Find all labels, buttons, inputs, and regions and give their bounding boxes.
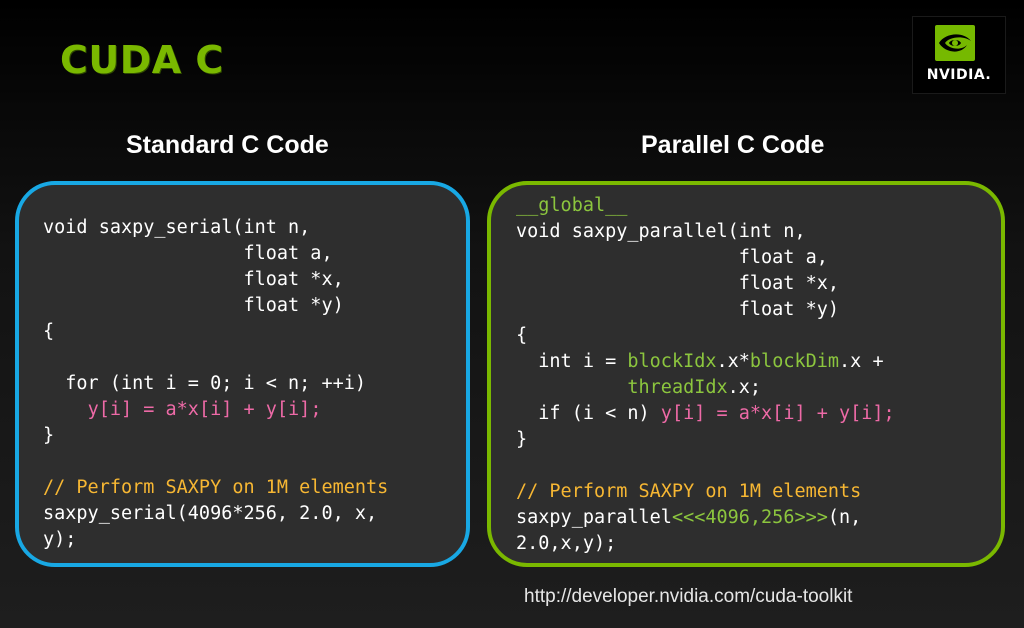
- standard-c-code-panel: void saxpy_serial(int n, float a, float …: [15, 181, 470, 567]
- parallel-c-code-panel: __global__ void saxpy_parallel(int n, fl…: [487, 181, 1005, 567]
- code-line: {: [43, 321, 55, 342]
- kernel-launch-config: <<<4096,256>>>: [671, 507, 828, 528]
- code-line: float a,: [516, 247, 828, 268]
- code-fragment: if (i < n): [516, 403, 661, 424]
- saxpy-expression: y[i] = a*x[i] + y[i];: [660, 403, 895, 424]
- code-comment: // Perform SAXPY on 1M elements: [43, 477, 389, 498]
- code-fragment: .x*: [716, 351, 750, 372]
- code-line: }: [43, 425, 55, 446]
- code-fragment: .x +: [839, 351, 884, 372]
- code-line: y);: [43, 529, 77, 550]
- code-line: {: [516, 325, 528, 346]
- code-fragment: saxpy_parallel: [516, 507, 672, 528]
- code-fragment: int i =: [516, 351, 628, 372]
- code-indent: [43, 399, 88, 420]
- code-line: float *y): [43, 295, 344, 316]
- code-comment: // Perform SAXPY on 1M elements: [516, 481, 862, 502]
- builtin-blockdim: blockDim: [749, 351, 840, 372]
- code-line: void saxpy_serial(int n,: [43, 217, 311, 238]
- standard-c-code-block: void saxpy_serial(int n, float a, float …: [43, 215, 388, 553]
- code-line: float a,: [43, 243, 333, 264]
- code-fragment: (n,: [827, 507, 862, 528]
- slide-title: CUDA C: [60, 38, 224, 82]
- nvidia-eye-icon: [935, 25, 975, 61]
- builtin-blockidx: blockIdx: [627, 351, 717, 372]
- standard-c-heading: Standard C Code: [126, 131, 329, 159]
- code-line: for (int i = 0; i < n; ++i): [43, 373, 367, 394]
- saxpy-expression: y[i] = a*x[i] + y[i];: [87, 399, 322, 420]
- code-line: void saxpy_parallel(int n,: [516, 221, 806, 242]
- nvidia-logo: NVIDIA.: [912, 16, 1006, 94]
- code-line: }: [516, 429, 528, 450]
- code-indent: [516, 377, 627, 398]
- footer-url: http://developer.nvidia.com/cuda-toolkit: [524, 586, 853, 607]
- code-fragment: .x;: [727, 377, 762, 398]
- global-qualifier: __global__: [516, 195, 628, 216]
- code-line: float *x,: [516, 273, 840, 294]
- builtin-threadidx: threadIdx: [627, 377, 728, 398]
- code-line: float *y): [516, 299, 840, 320]
- parallel-c-heading: Parallel C Code: [641, 131, 825, 159]
- code-line: 2.0,x,y);: [516, 533, 617, 554]
- parallel-c-code-block: __global__ void saxpy_parallel(int n, fl…: [516, 193, 895, 557]
- code-line: float *x,: [43, 269, 344, 290]
- code-line: saxpy_serial(4096*256, 2.0, x,: [43, 503, 378, 524]
- nvidia-wordmark: NVIDIA.: [926, 67, 992, 83]
